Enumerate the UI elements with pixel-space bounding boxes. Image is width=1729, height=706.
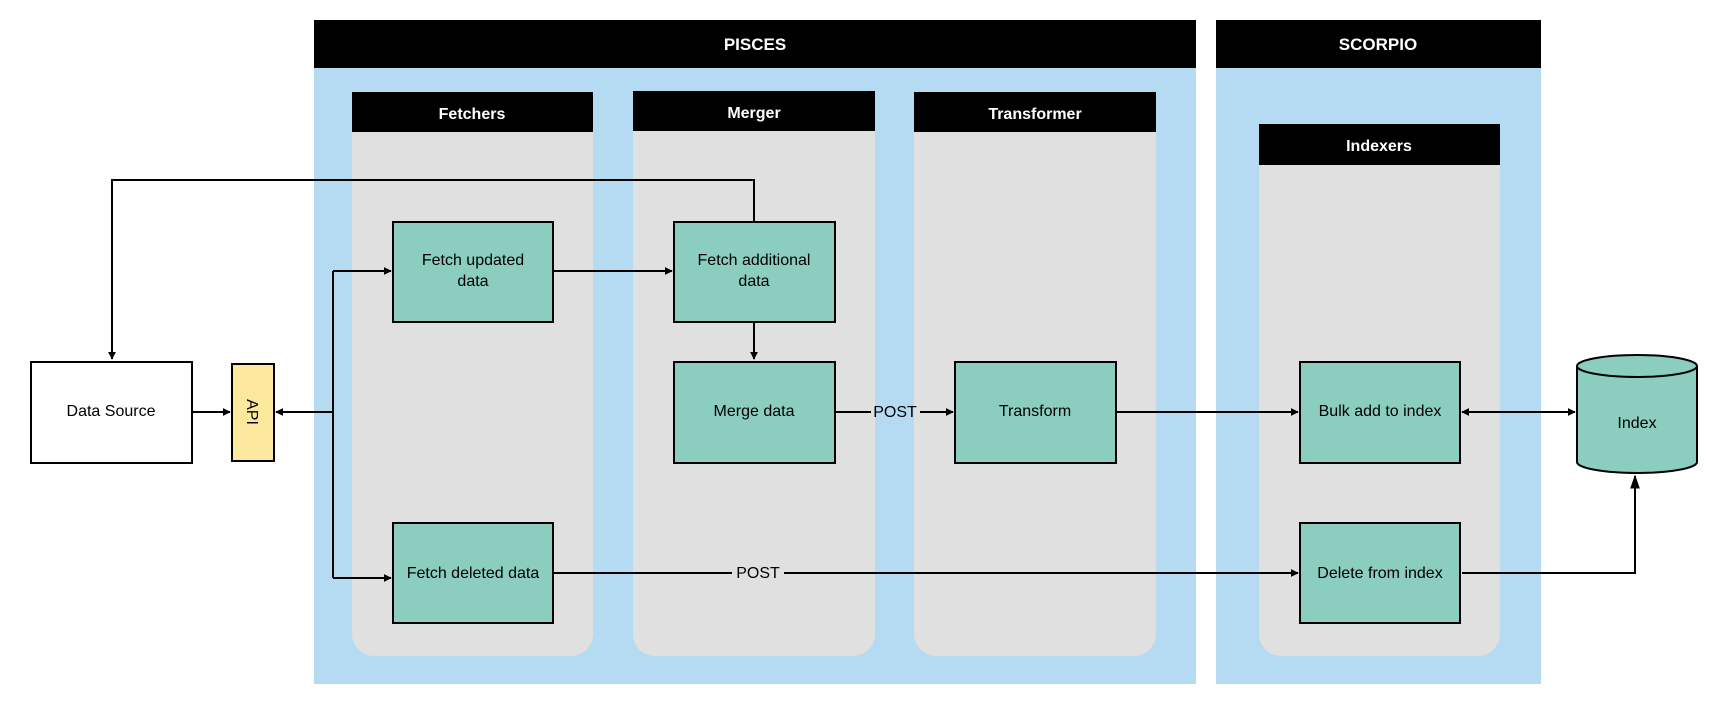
node-delete-from-index: Delete from index [1299,522,1461,624]
node-delete-from-index-box [1299,522,1461,624]
node-fetch-deleted-label: Fetch deleted data [407,565,540,582]
group-pisces-header [314,20,1196,68]
lane-transformer-header [914,92,1156,132]
node-merge-label: Merge data [714,403,795,420]
node-fetch-additional-label-line1: Fetch additional [698,252,811,269]
node-fetch-updated: Fetch updated data [392,221,554,323]
node-data-source-label: Data Source [67,403,156,420]
node-merge-box [673,361,836,464]
database-cylinder-top [1576,354,1698,378]
node-fetch-additional-label-line2: data [738,273,769,290]
lane-merger-header [633,91,875,131]
lane-indexers-header [1259,124,1500,165]
node-fetch-updated-label-line1: Fetch updated [422,252,524,269]
node-bulk-add-box [1299,361,1461,464]
node-api-box [231,363,275,462]
node-api: API [231,363,275,462]
node-fetch-deleted-box [392,522,554,624]
edge-additional-to-source [108,179,755,360]
group-pisces-title: PISCES [724,35,786,54]
lane-fetchers-title: Fetchers [439,106,506,123]
node-delete-from-index-label: Delete from index [1317,565,1442,582]
node-data-source: Data Source [30,361,193,464]
node-data-source-box [30,361,193,464]
node-transform: Transform [954,361,1117,464]
node-fetch-additional: Fetch additional data [673,221,836,323]
group-scorpio-header [1216,20,1541,68]
edge-label-post-delete: POST [736,565,780,582]
node-bulk-add-label: Bulk add to index [1319,403,1442,420]
edge-label-post-merge: POST [873,404,917,421]
lane-fetchers-header [352,92,593,132]
node-fetch-updated-label-line2: data [457,273,488,290]
node-api-label: API [243,399,260,425]
edge-delete-to-index [1462,474,1640,574]
lane-merger-title: Merger [727,105,780,122]
node-transform-box [954,361,1117,464]
group-scorpio-title: SCORPIO [1339,35,1417,54]
edges [108,179,1640,582]
node-fetch-updated-box [392,221,554,323]
database-cylinder-body [1576,366,1698,474]
node-fetch-additional-box [673,221,836,323]
node-transform-label: Transform [999,403,1071,420]
lane-transformer-title: Transformer [988,106,1081,123]
node-merge: Merge data [673,361,836,464]
lane-indexers-title: Indexers [1346,138,1412,155]
node-index-label: Index [1617,415,1656,432]
node-fetch-deleted: Fetch deleted data [392,522,554,624]
node-bulk-add: Bulk add to index [1299,361,1461,464]
node-index-database: Index [1576,354,1698,474]
